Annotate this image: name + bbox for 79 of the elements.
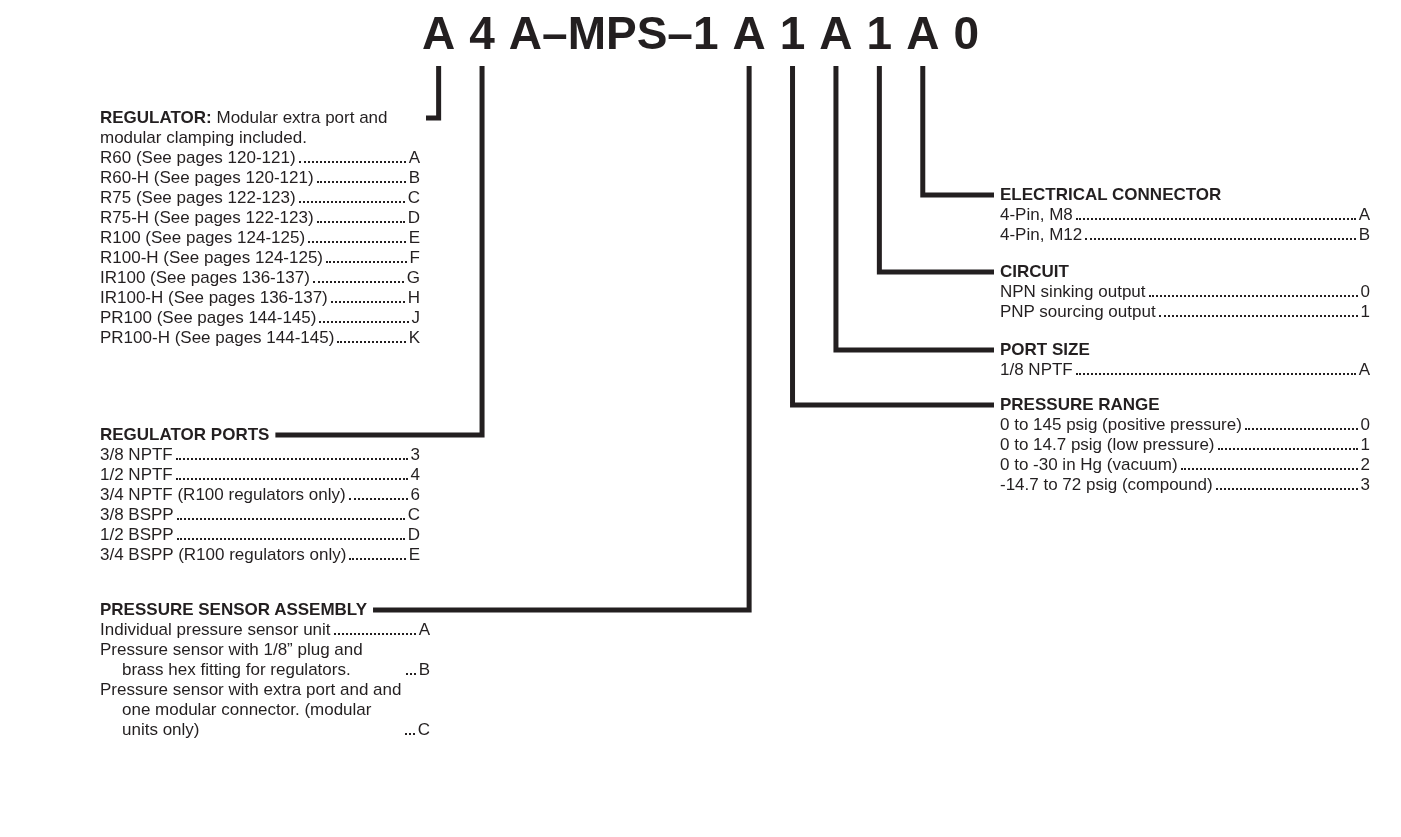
leader-line [426,66,442,121]
option-text: 0 to 14.7 psig (low pressure) [1000,435,1215,455]
code-character: A [422,6,456,60]
option-code: B [418,660,430,680]
code-character: A [906,6,940,60]
option-code: 0 [1360,415,1370,435]
leader-line [275,66,485,438]
option-text: Pressure sensor with extra port and and one modular connector. (modular units only) [100,680,402,740]
option-code: J [411,308,420,328]
option-text: 3/8 BSPP [100,505,174,525]
option-code: C [407,188,420,208]
leader-line [373,66,752,613]
option-text: PR100 (See pages 144-145) [100,308,317,328]
code-character: A [819,6,853,60]
option-text: 3/4 NPTF (R100 regulators only) [100,485,346,505]
option-code: A [1358,360,1370,380]
option-code: F [409,248,420,268]
option-code: 1 [1360,302,1370,322]
code-character: 1 [866,6,893,60]
code-character: 4 [469,6,495,60]
code-character: A [732,6,766,60]
option-text: R60 (See pages 120-121) [100,148,296,168]
option-text: NPN sinking output [1000,282,1146,302]
option-code: C [407,505,420,525]
option-code: 4 [410,465,420,485]
code-character: 1 [779,6,806,60]
option-code: B [408,168,420,188]
section-heading: PORT SIZE [1000,340,1090,360]
leader-line [833,66,994,353]
option-code: 2 [1360,455,1370,475]
option-text: PNP sourcing output [1000,302,1156,322]
option-code: 1 [1360,435,1370,455]
section-heading: REGULATOR: Modular extra port and modular clamping included. [100,108,389,148]
option-text: 3/8 NPTF [100,445,173,465]
option-code: E [408,228,420,248]
option-code: 3 [1360,475,1370,495]
option-text: R60-H (See pages 120-121) [100,168,314,188]
option-text: 4-Pin, M8 [1000,205,1073,225]
option-text: PR100-H (See pages 144-145) [100,328,335,348]
code-character: A–MPS–1 [508,6,719,60]
option-code: C [417,720,430,740]
option-code: A [418,620,430,640]
option-text: 1/2 NPTF [100,465,173,485]
option-text: 1/2 BSPP [100,525,174,545]
option-code: H [407,288,420,308]
leader-line [876,66,994,275]
option-code: D [407,208,420,228]
option-code: A [1358,205,1370,225]
option-code: 3 [410,445,420,465]
option-text: IR100 (See pages 136-137) [100,268,310,288]
section-heading: PRESSURE RANGE [1000,395,1160,415]
option-text: Pressure sensor with 1/8” plug and brass hex fitting for regulators. [100,640,364,680]
option-text: 0 to 145 psig (positive pressure) [1000,415,1242,435]
section-heading: PRESSURE SENSOR ASSEMBLY [100,600,368,620]
option-code: E [408,545,420,565]
option-code: A [408,148,420,168]
option-text: IR100-H (See pages 136-137) [100,288,328,308]
option-text: Individual pressure sensor unit [100,620,331,640]
option-text: 1/8 NPTF [1000,360,1073,380]
section-heading: REGULATOR PORTS [100,425,270,445]
leader-line [920,66,994,198]
option-code: D [407,525,420,545]
leader-line [790,66,994,408]
option-code: B [1358,225,1370,245]
option-text: R100 (See pages 124-125) [100,228,306,248]
option-text: R75-H (See pages 122-123) [100,208,314,228]
option-text: -14.7 to 72 psig (compound) [1000,475,1213,495]
option-text: 3/4 BSPP (R100 regulators only) [100,545,347,565]
option-code: 0 [1360,282,1370,302]
section-heading: CIRCUIT [1000,262,1069,282]
option-code: G [406,268,420,288]
option-text: R75 (See pages 122-123) [100,188,296,208]
option-text: 0 to -30 in Hg (vacuum) [1000,455,1178,475]
code-character: 0 [953,6,979,60]
section-heading: ELECTRICAL CONNECTOR [1000,185,1222,205]
option-text: R100-H (See pages 124-125) [100,248,324,268]
option-text: 4-Pin, M12 [1000,225,1083,245]
option-code: 6 [410,485,420,505]
option-code: K [408,328,420,348]
